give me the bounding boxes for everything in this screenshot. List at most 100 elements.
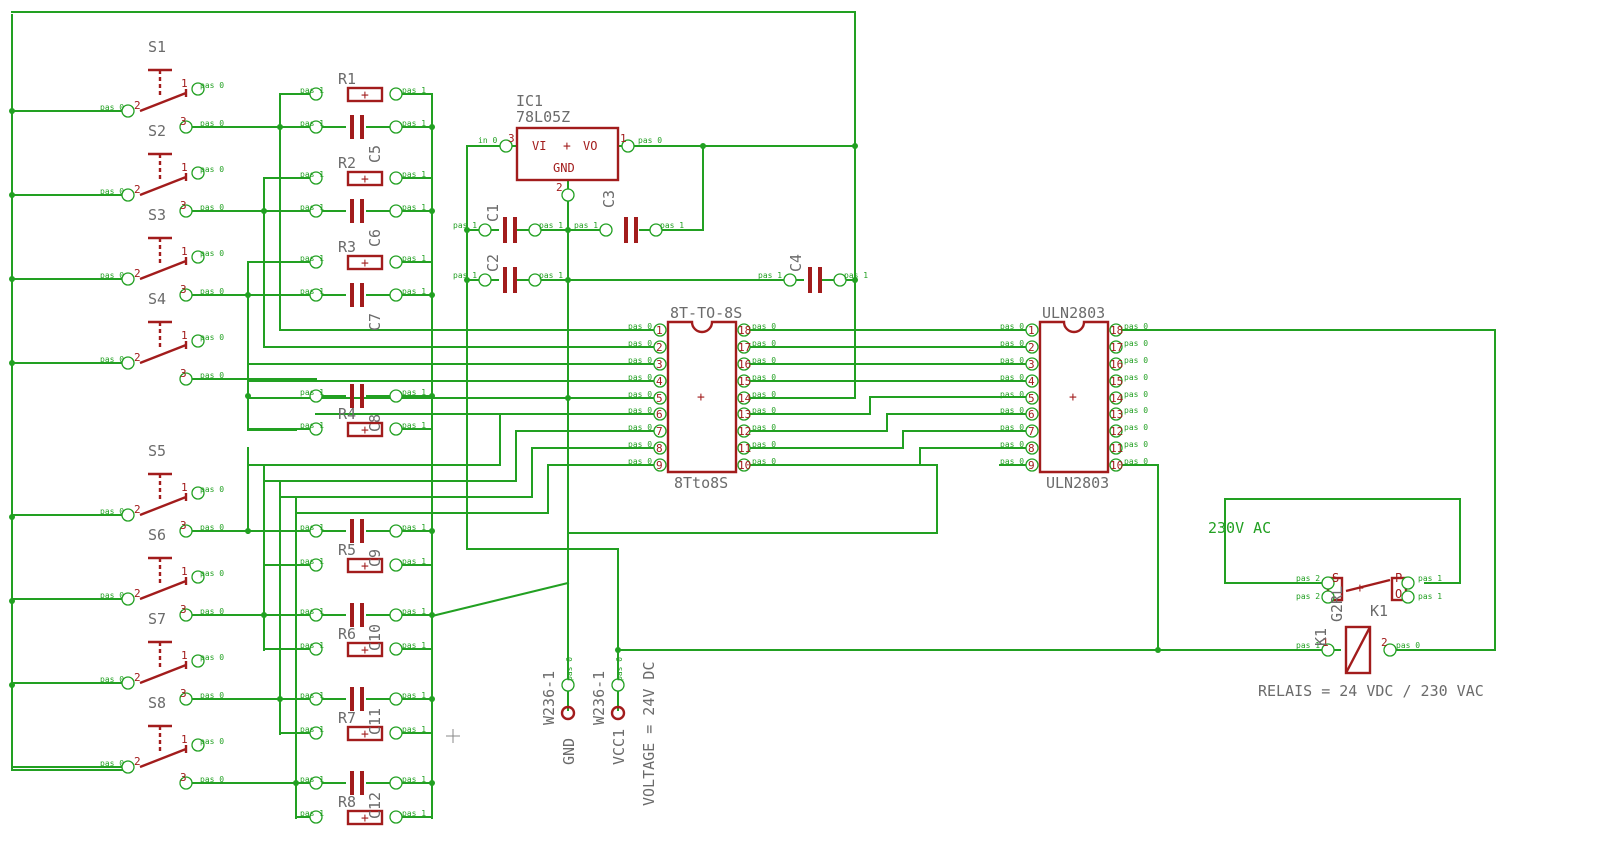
ac-loop-left-wire (1224, 498, 1326, 584)
ic-pin-number: 9 (656, 459, 663, 472)
relay-pad (1401, 576, 1415, 590)
pin-number: 1 (181, 481, 188, 494)
pin-label: pas 1 (402, 119, 426, 128)
pin-number: 1 (1322, 636, 1329, 649)
ic-pin-number: 7 (656, 425, 663, 438)
pin-label: pas 0 (200, 775, 224, 784)
pin-label: pas 0 (1124, 373, 1148, 382)
ic-pin-number: 15 (1110, 375, 1123, 388)
pin-label: pas 0 (200, 249, 224, 258)
pin-label: pas 1 (402, 388, 426, 397)
switch-blade (139, 495, 187, 517)
resistor-ref: R7 (338, 709, 356, 727)
switch-pin1 (191, 486, 205, 500)
relay-coil-ref: K1 (1312, 628, 1330, 646)
junction-dot (9, 360, 15, 366)
resistor-ref: R8 (338, 793, 356, 811)
pin-label: pas 1 (402, 203, 426, 212)
ic-body (666, 320, 738, 474)
pin-label: pas 0 (200, 165, 224, 174)
cap-pad (309, 389, 323, 403)
ic-bridge-wire (743, 380, 1033, 399)
pin-label: pas 1 (300, 170, 324, 179)
pin-number: 2 (134, 99, 141, 112)
ic-pin-pad (1025, 374, 1039, 388)
resistor-mark: + (361, 643, 369, 658)
pin-label: pas 0 (752, 322, 776, 331)
capacitor-ref: C12 (366, 792, 384, 819)
ic-pin-pad (1109, 458, 1123, 472)
ic-pin-number: 18 (1110, 324, 1123, 337)
capacitor-ref: C7 (366, 313, 384, 331)
switch-pin2 (121, 188, 135, 202)
pin-number: 3 (180, 687, 187, 700)
pin-label: pas 1 (300, 523, 324, 532)
cap-pad (389, 120, 403, 134)
pin-number: 3 (180, 283, 187, 296)
pin-label: pas 0 (1396, 641, 1420, 650)
junction-dot (245, 528, 251, 534)
ic-pin-number: 16 (738, 358, 751, 371)
connector-terminal (610, 705, 626, 721)
pin-label: pas 1 (539, 221, 563, 230)
cap-pad (309, 692, 323, 706)
pin-label: pas 0 (752, 356, 776, 365)
resistor-pad (309, 171, 323, 185)
ic-mark: + (1069, 390, 1077, 405)
resistor-body (346, 725, 384, 742)
cap-pad (389, 204, 403, 218)
pin-label: pas 1 (574, 221, 598, 230)
pin-number: 3 (180, 771, 187, 784)
switch-pin2 (121, 508, 135, 522)
ic-link7-wire (263, 430, 517, 482)
ic-pin-number: 13 (738, 408, 751, 421)
capacitor-ref: C10 (366, 624, 384, 651)
pin-label: pas 1 (1296, 641, 1320, 650)
ic-ground-return-wire (567, 464, 938, 534)
resistor-body (346, 254, 384, 271)
ic-in2-wire (263, 177, 661, 348)
switch-pin3 (179, 204, 193, 218)
switch-pin2 (121, 104, 135, 118)
ic-pin-number: 1 (656, 324, 663, 337)
pin-number: 2 (134, 755, 141, 768)
resistor-pad (309, 422, 323, 436)
ic-pin-pad (737, 458, 751, 472)
cap-pad (309, 776, 323, 790)
resistor-pad (389, 726, 403, 740)
ic-pin-pad (737, 357, 751, 371)
pin-number: 2 (134, 671, 141, 684)
supply-cap-pad (833, 273, 847, 287)
switch-pin1 (191, 82, 205, 96)
resistor-ref: R6 (338, 625, 356, 643)
supply-cap-pad (783, 273, 797, 287)
pin-label: pas 0 (1000, 457, 1024, 466)
pin-number: 1 (181, 733, 188, 746)
junction-dot (429, 292, 435, 298)
switch-pin2 (121, 272, 135, 286)
pin-label: pas 0 (200, 203, 224, 212)
ic-pin-pad (1025, 407, 1039, 421)
pin-number: 3 (180, 199, 187, 212)
pin-label: pas 0 (1000, 322, 1024, 331)
capacitor-ref: C8 (366, 414, 384, 432)
junction-dot (464, 277, 470, 283)
pin-label: pas 0 (1124, 440, 1148, 449)
junction-dot (293, 780, 299, 786)
pin-label: pas 1 (300, 254, 324, 263)
switch-pin2 (121, 592, 135, 606)
pin-label: pas 0 (752, 390, 776, 399)
ic-pin-pad (737, 323, 751, 337)
pin-label: pas 0 (638, 136, 662, 145)
ic-pin-number: 12 (1110, 425, 1123, 438)
regulator-body (515, 126, 620, 182)
ic-pin-number: 10 (738, 459, 751, 472)
switch-ref: S4 (148, 290, 166, 308)
pin-label: pas 0 (1124, 356, 1148, 365)
connector-pad (561, 678, 575, 692)
pin-label: pas 1 (402, 641, 426, 650)
resistor-ref: R2 (338, 154, 356, 172)
pin-label: pas 0 (100, 271, 124, 280)
pin-label: pas 2 (1296, 592, 1320, 601)
junction-dot (565, 395, 571, 401)
